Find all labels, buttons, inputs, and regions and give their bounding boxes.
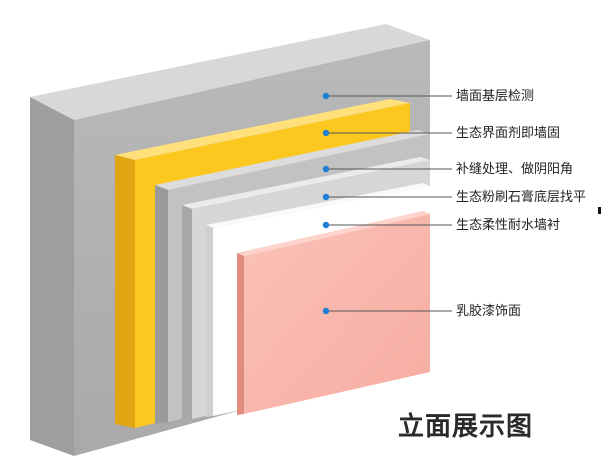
leader-line-interface-agent (322, 129, 452, 137)
layer-latex-finish (237, 211, 430, 415)
leader-line-latex-finish (322, 307, 452, 315)
label-waterproof-putty: 生态柔性耐水墙衬 (456, 218, 560, 233)
leader-line-base-wall (322, 92, 452, 100)
leader-line-gypsum-leveling (322, 193, 452, 201)
leader-line-waterproof-putty (322, 221, 452, 229)
label-corner-treatment: 补缝处理、做阴阳角 (456, 162, 573, 177)
diagram-caption: 立面展示图 (398, 411, 533, 442)
marker-dot-waterproof-putty (322, 221, 330, 229)
label-latex-finish: 乳胶漆饰面 (456, 303, 521, 319)
leader-line-corner-treatment (322, 165, 452, 173)
marker-dot-base-wall (322, 92, 330, 100)
marker-dot-corner-treatment (322, 165, 330, 173)
edge-tick-mark (598, 207, 601, 214)
label-base-wall: 墙面基层检测 (456, 89, 534, 104)
label-gypsum-leveling: 生态粉刷石膏底层找平 (456, 189, 586, 205)
marker-dot-gypsum-leveling (322, 193, 330, 201)
marker-dot-interface-agent (322, 129, 330, 137)
label-interface-agent: 生态界面剂即墙固 (456, 126, 560, 141)
marker-dot-latex-finish (322, 307, 330, 315)
